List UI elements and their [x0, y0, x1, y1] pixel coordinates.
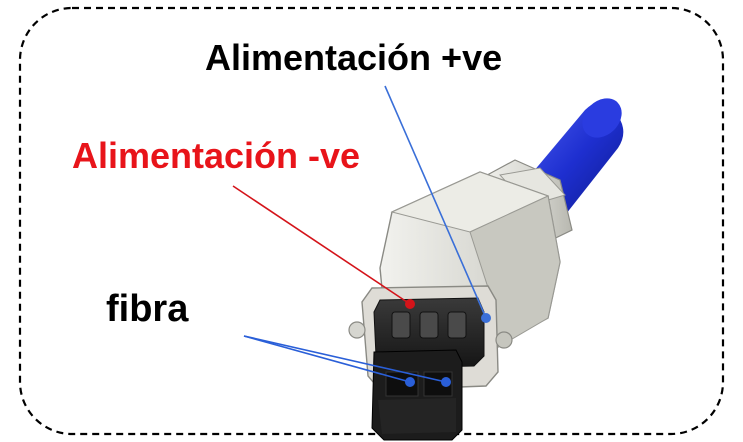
dashed-border — [18, 6, 725, 436]
connector-illustration — [348, 98, 624, 441]
power-positive-leader — [384, 85, 487, 319]
label-power-negative: Alimentación -ve — [72, 135, 361, 176]
fiber-leader-1 — [243, 335, 411, 383]
power-negative-leader — [232, 185, 411, 305]
power-positive-dot — [481, 313, 491, 323]
fiber-dot-2 — [441, 377, 451, 387]
pin-3 — [447, 311, 467, 339]
fiber-socket-base — [378, 398, 456, 434]
pin-2 — [419, 311, 439, 339]
label-power-positive: Alimentación +ve — [205, 37, 503, 78]
pin-1 — [391, 311, 411, 339]
cable-end — [582, 98, 622, 138]
right-screw — [495, 331, 513, 349]
fiber-leader-2 — [243, 335, 447, 383]
power-negative-dot — [405, 299, 415, 309]
label-fiber: fibra — [106, 288, 189, 330]
left-screw — [348, 321, 366, 339]
fiber-dot-1 — [405, 377, 415, 387]
